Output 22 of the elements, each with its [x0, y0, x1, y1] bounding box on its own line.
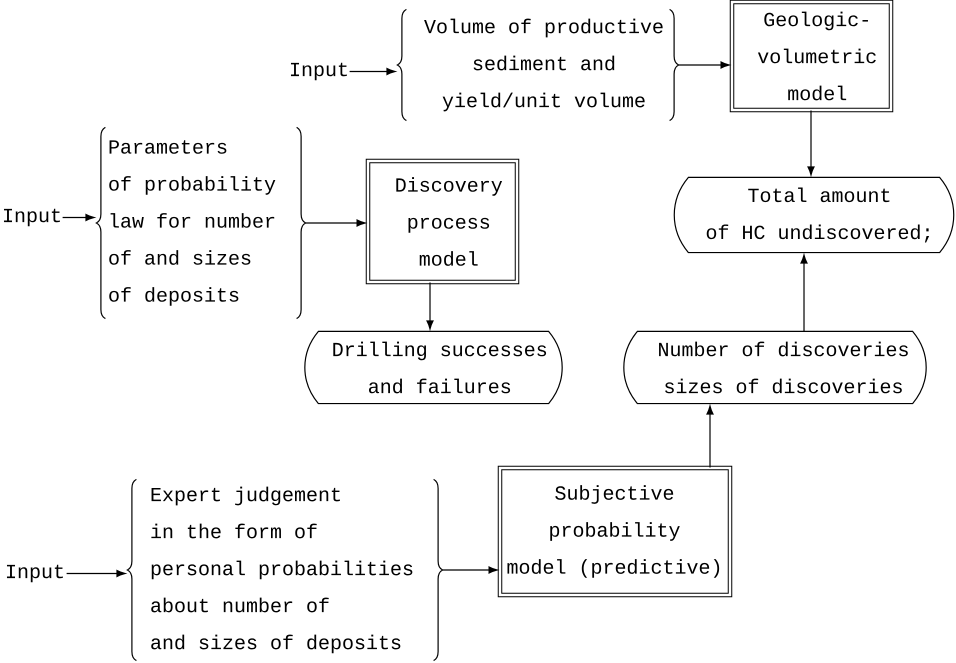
input-label: Input: [4, 208, 60, 226]
model-box: Geologic- volumetric model: [730, 0, 894, 112]
arrow: [807, 110, 815, 176]
result-box: Drilling successes and failures: [304, 330, 563, 404]
arrow: [678, 61, 730, 69]
result-box: Total amount of HC undiscovered;: [674, 176, 954, 254]
braced-text: Expert judgement in the form of personal probabilities about number of and sizes of deposits: [126, 478, 444, 662]
arrow: [350, 68, 396, 76]
result-box: Number of discoveries sizes of discoveries: [623, 330, 927, 404]
input-label: Input: [290, 62, 347, 80]
arrow: [442, 566, 498, 574]
arrow: [426, 282, 434, 330]
arrow: [706, 406, 714, 468]
braced-text: Parameters of probability law for number of and sizes of deposits: [96, 126, 306, 320]
arrow: [800, 254, 808, 332]
model-box: Subjective probability model (predictive): [498, 466, 732, 598]
braced-text: Volume of productive sediment and yield/unit volume: [396, 8, 680, 122]
input-label: Input: [6, 564, 63, 582]
arrow: [62, 214, 94, 222]
arrow: [306, 219, 366, 227]
arrow: [66, 570, 126, 578]
model-box: Discovery process model: [366, 158, 520, 284]
